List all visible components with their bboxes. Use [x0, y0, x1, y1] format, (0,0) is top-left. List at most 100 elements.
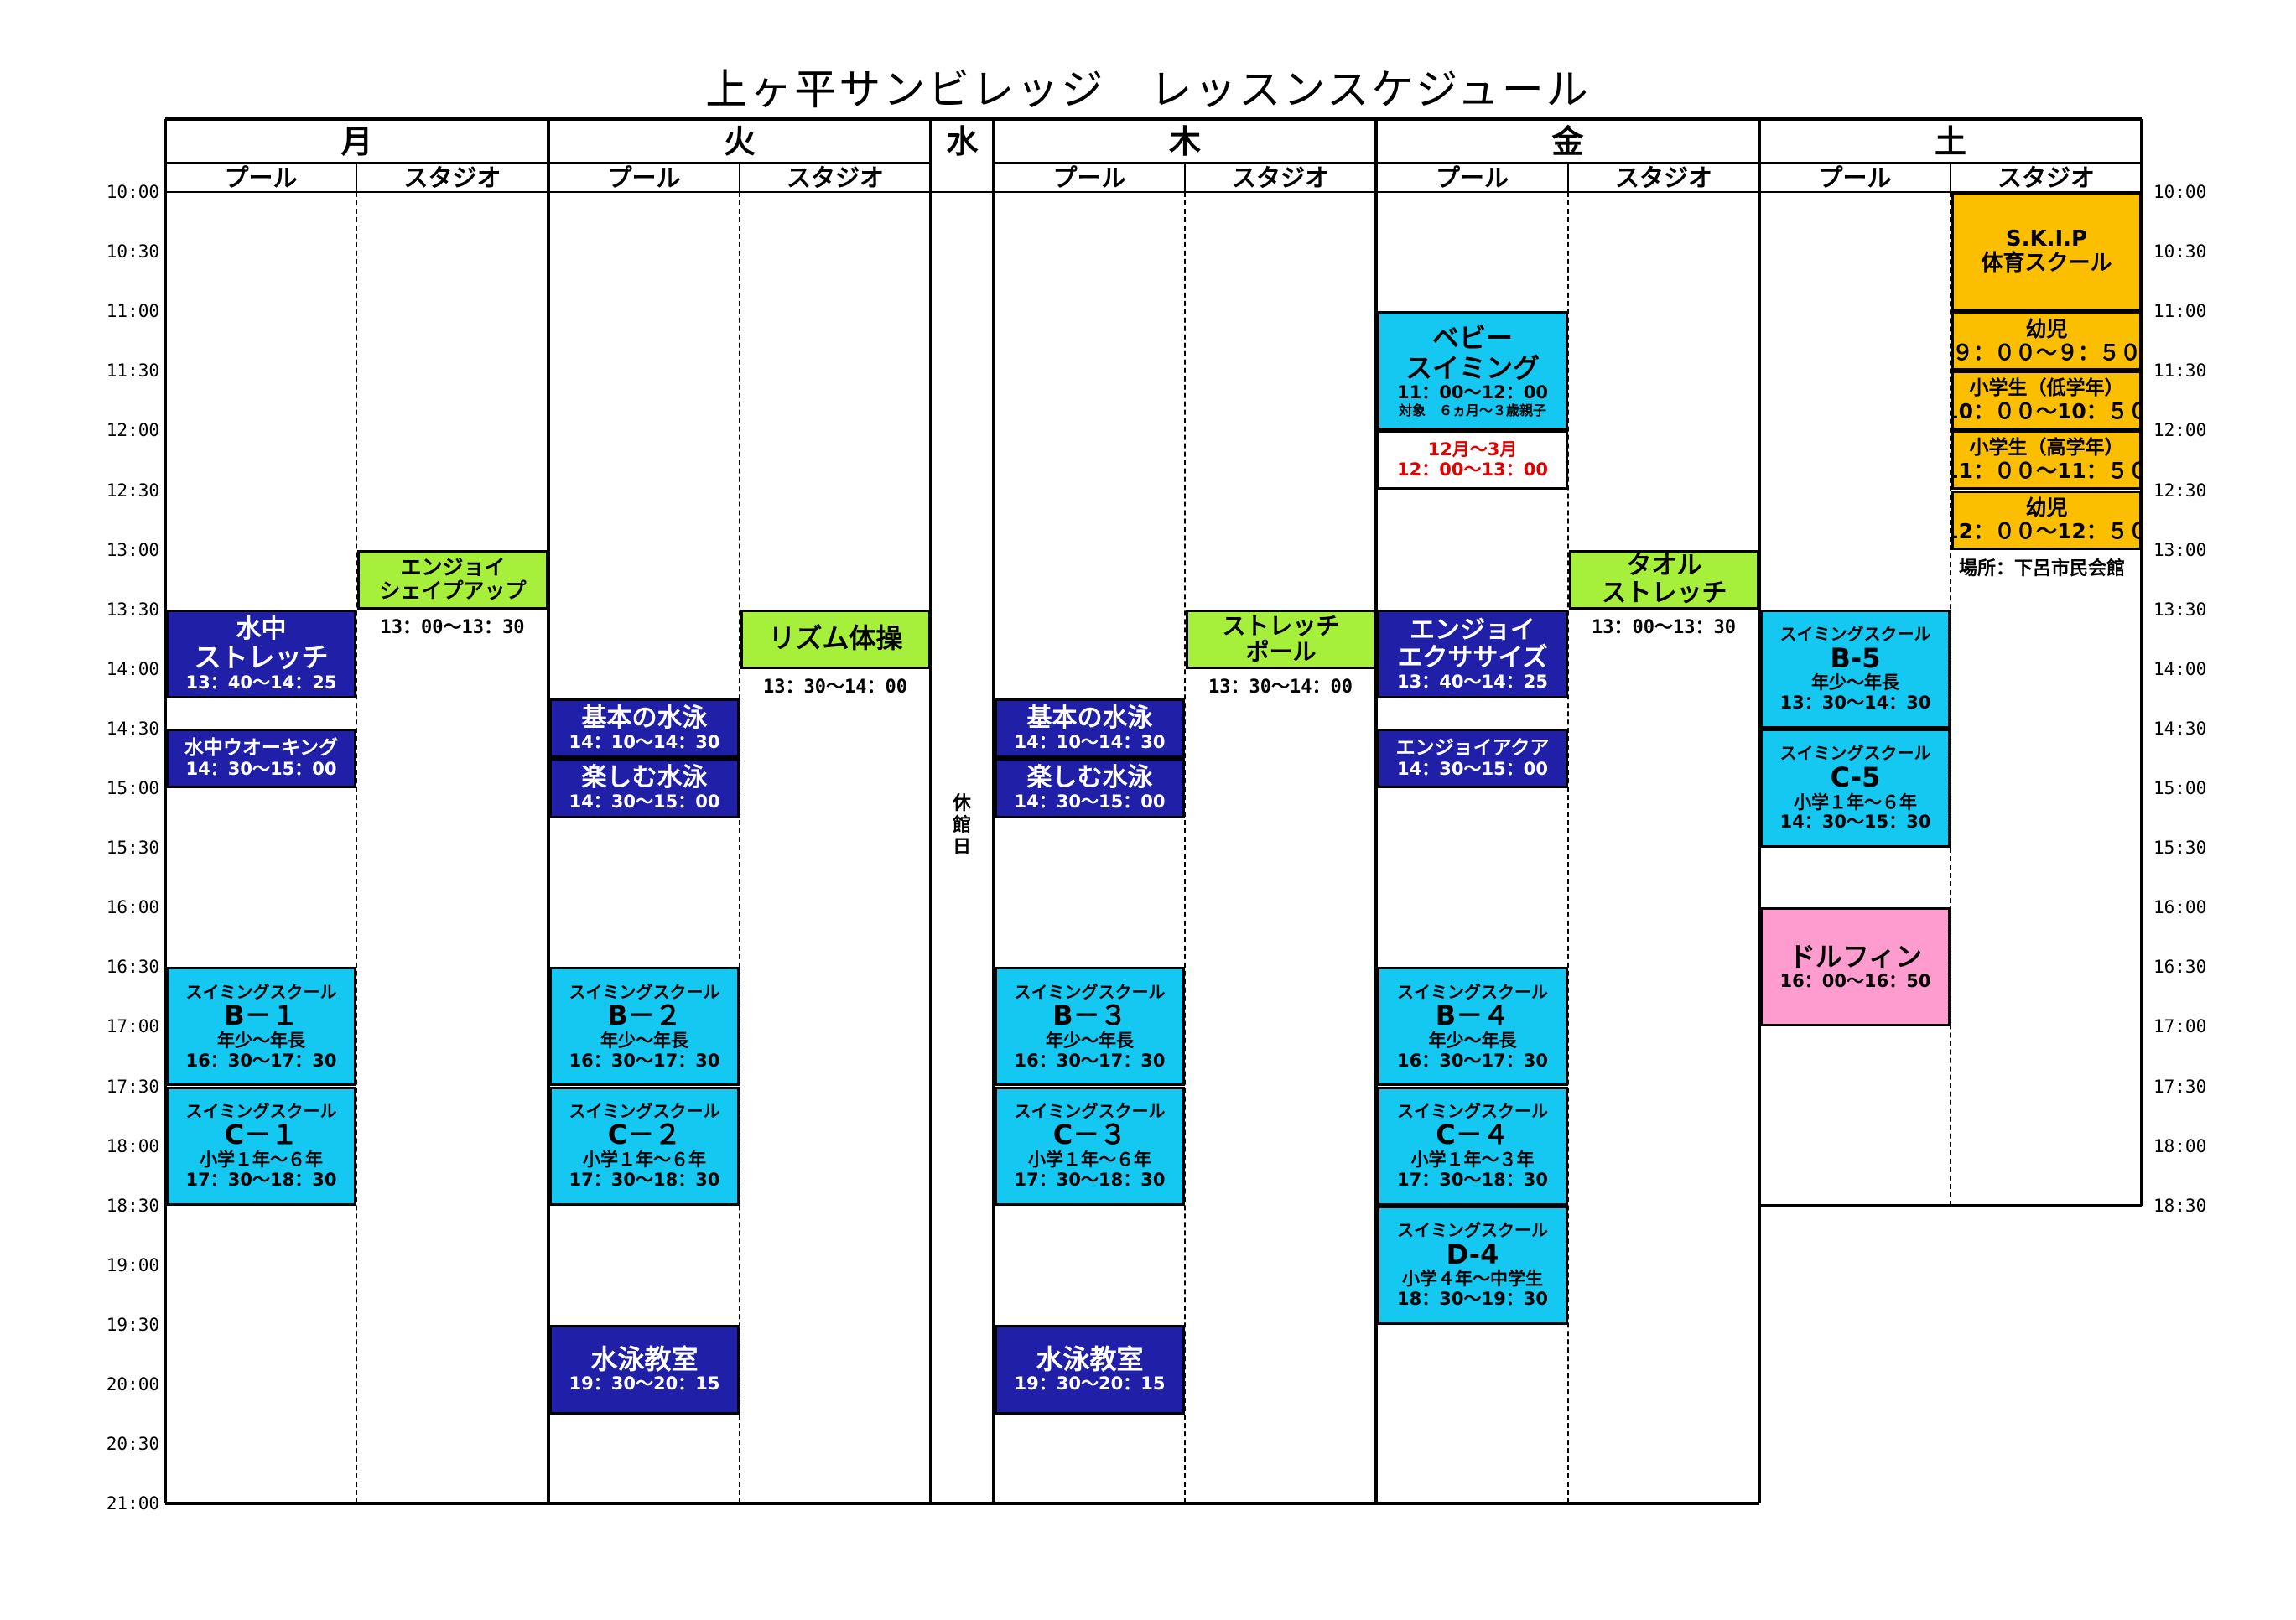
lesson-text: 水中ウオーキング: [184, 736, 339, 759]
sub-header-split: [739, 163, 740, 192]
lesson-text: 14：30～15：00: [569, 792, 720, 813]
lesson-time-label: 13：30～14：00: [763, 676, 907, 698]
lesson-text: 幼児: [2025, 316, 2068, 341]
lesson-text: 12月～3月: [1427, 439, 1518, 460]
time-label-right: 12:00: [2153, 420, 2207, 441]
time-label-right: 17:00: [2153, 1016, 2207, 1037]
lesson-time-label: 13：30～14：00: [1208, 676, 1353, 698]
lesson-block[interactable]: ストレッチポール: [1186, 609, 1376, 669]
lesson-text: 19：30～20：15: [1014, 1373, 1166, 1394]
lesson-text: 16：00～16：50: [1779, 971, 1931, 992]
lesson-block[interactable]: 小学生（低学年）10：００～10：５０: [1951, 371, 2142, 431]
lesson-text: 幼児: [2025, 496, 2068, 521]
time-label-left: 13:00: [106, 539, 159, 560]
time-label-left: 14:00: [106, 658, 159, 679]
lesson-text: リズム体操: [768, 622, 903, 655]
sub-header-pool: プール: [1435, 164, 1509, 192]
lesson-text: 小学１年～６年: [200, 1150, 323, 1171]
day-header-thu: 木: [1168, 123, 1201, 160]
lesson-text: S.K.I.P: [2005, 226, 2088, 252]
day-header-wed: 水: [946, 123, 979, 160]
lesson-text: 13：40～14：25: [1397, 671, 1548, 692]
lesson-text: 小学４年～中学生: [1402, 1269, 1543, 1290]
lesson-text: スイミングスクール: [569, 981, 720, 1002]
lesson-time-label: 13：00～13：30: [1592, 616, 1736, 638]
lesson-block[interactable]: リズム体操: [740, 609, 931, 669]
time-label-right: 16:30: [2153, 957, 2207, 978]
pool-studio-dashed-divider: [1567, 192, 1569, 1504]
lesson-text: B－３: [1052, 1000, 1127, 1032]
lesson-text: スイミングスクール: [1397, 1220, 1548, 1241]
lesson-text: 年少～年長: [1811, 672, 1899, 693]
lesson-text: 14：30～15：00: [1014, 792, 1166, 813]
lesson-text: 14：10～14：30: [569, 731, 720, 752]
sub-header-split: [1950, 163, 1951, 192]
time-label-left: 19:00: [106, 1254, 159, 1275]
lesson-text: 11：00～12：00: [1397, 382, 1548, 403]
lesson-text: B－１: [224, 1000, 299, 1032]
time-label-left: 11:00: [106, 301, 159, 322]
lesson-text: 体育スクール: [1981, 251, 2112, 277]
day-header-sat: 土: [1934, 123, 1966, 160]
time-label-right: 18:30: [2153, 1195, 2207, 1216]
sat-place-note: 場所：下呂市民会館: [1959, 558, 2126, 579]
lesson-text: ストレッチ: [1222, 611, 1340, 640]
lesson-text: スイミングスクール: [1397, 981, 1548, 1002]
lesson-text: 14：30～15：30: [1779, 812, 1931, 833]
lesson-time-label: 13：00～13：30: [380, 616, 525, 638]
lesson-text: 年少～年長: [600, 1030, 688, 1051]
lesson-block[interactable]: 小学生（高学年）11：００～11：５０: [1951, 430, 2142, 491]
lesson-text: 16：30～17：30: [1014, 1050, 1166, 1071]
lesson-text: C-5: [1830, 761, 1881, 793]
sub-header-pool: プール: [224, 164, 298, 192]
lesson-block[interactable]: タオルストレッチ: [1569, 549, 1759, 610]
time-label-left: 14:30: [106, 718, 159, 739]
lesson-text: 小学生（低学年）: [1969, 376, 2124, 399]
time-label-left: 10:00: [106, 182, 159, 202]
time-label-left: 13:30: [106, 599, 159, 620]
lesson-text: C－２: [607, 1119, 682, 1151]
time-label-left: 11:30: [106, 361, 159, 382]
time-label-right: 16:00: [2153, 897, 2207, 918]
time-label-left: 12:30: [106, 480, 159, 501]
lesson-text: 17：30～18：30: [1397, 1169, 1548, 1190]
sub-header-divider: [931, 191, 994, 193]
lesson-block[interactable]: エンジョイシェイプアップ: [357, 549, 548, 610]
lesson-text: 17：30～18：30: [1014, 1169, 1166, 1190]
lesson-text: 14：30～15：00: [185, 758, 337, 779]
sub-header-pool: プール: [1818, 164, 1892, 192]
time-label-left: 20:00: [106, 1374, 159, 1394]
time-label-left: 15:00: [106, 778, 159, 798]
day-divider: [992, 119, 995, 1504]
lesson-text: ９：００～９：５０: [1952, 340, 2142, 365]
time-label-right: 10:00: [2153, 182, 2207, 202]
